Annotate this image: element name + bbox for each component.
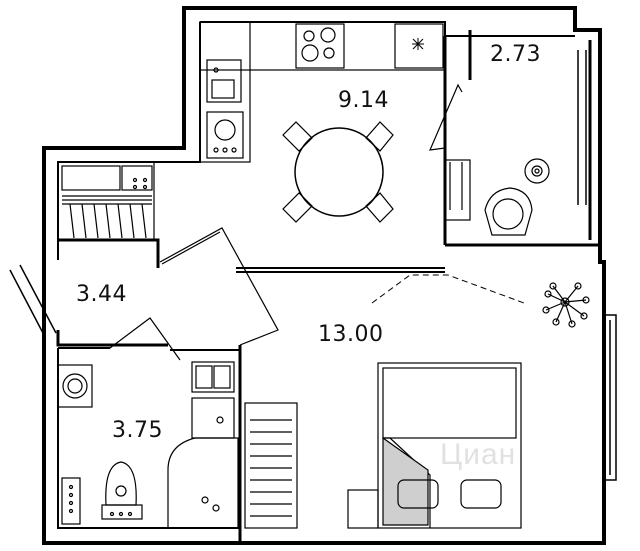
dining-table: [294, 127, 384, 217]
kitchen-door: [429, 83, 463, 151]
fridge: [394, 23, 444, 69]
balcony-area-label: 2.73: [490, 42, 541, 67]
bath-door: [109, 317, 181, 361]
kitchen-area-label: 9.14: [338, 88, 389, 113]
corridor-door: [159, 227, 279, 346]
bed: [377, 362, 522, 529]
balcony-window: [577, 50, 587, 205]
archway: [371, 274, 525, 304]
chairs: [282, 121, 394, 223]
sink: [206, 59, 242, 103]
hall-opening: [9, 264, 57, 336]
washing-machine-kitchen: [206, 111, 244, 159]
bath-sink: [191, 397, 235, 439]
living-window: [604, 314, 617, 481]
nightstand: [347, 489, 379, 529]
watermark: Циан: [440, 438, 517, 471]
toilet-bowl: [105, 461, 137, 506]
panel: [61, 477, 81, 525]
hall-area-label: 3.44: [76, 282, 127, 307]
wardrobe: [244, 402, 298, 529]
bed-blanket: [382, 436, 429, 526]
shower: [167, 437, 239, 529]
stove: [295, 23, 345, 69]
balcony-chair: [484, 187, 533, 236]
utility-closet: [57, 161, 155, 241]
kitchen-south-wall: [236, 267, 445, 273]
living-area-label: 13.00: [318, 322, 384, 347]
kitchen-counter-top: [199, 21, 446, 71]
washer: [57, 364, 93, 408]
balcony-wall: [443, 30, 600, 247]
bathroom-area-label: 3.75: [112, 418, 163, 443]
balcony-table: [524, 158, 550, 184]
pillow-left: [397, 479, 439, 509]
cabinet: [191, 361, 235, 393]
pillow-right: [460, 479, 502, 509]
balcony-door-frame: [444, 159, 471, 221]
plant: [542, 282, 590, 328]
kitchen-counter-left: [199, 21, 251, 163]
toilet-tank: [101, 504, 143, 520]
outer-wall: [42, 6, 606, 545]
